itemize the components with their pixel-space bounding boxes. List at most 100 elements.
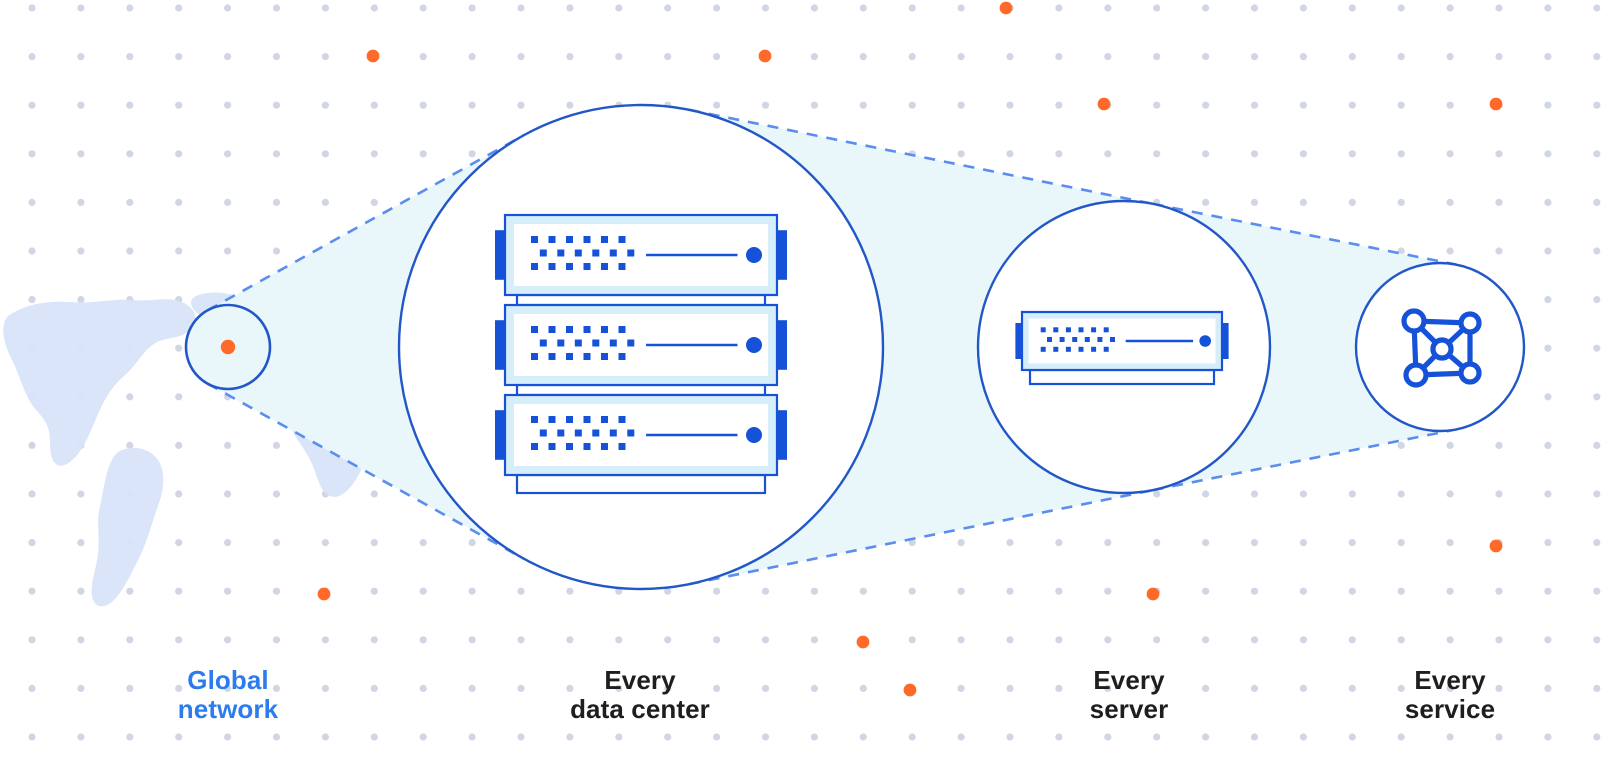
vent-dot — [618, 443, 626, 450]
grid-dot — [224, 539, 232, 547]
grid-dot — [1153, 539, 1161, 547]
grid-dot — [517, 587, 525, 595]
grid-dot — [28, 4, 36, 12]
grid-dot — [77, 490, 85, 498]
vent-dot — [1097, 337, 1103, 342]
grid-dot — [1348, 490, 1356, 498]
grid-dot — [77, 101, 85, 109]
grid-dot — [224, 684, 232, 693]
vent-dot — [601, 353, 608, 360]
grid-dot — [1593, 150, 1601, 158]
grid-dot — [1299, 636, 1307, 644]
grid-dot — [321, 101, 329, 109]
grid-dot — [1250, 636, 1259, 644]
grid-dot — [28, 490, 36, 498]
grid-dot — [1495, 53, 1503, 61]
grid-dot — [28, 53, 36, 61]
grid-dot — [272, 733, 281, 741]
vent-dot — [1084, 337, 1090, 342]
grid-dot — [517, 733, 525, 741]
vent-dot — [618, 326, 626, 333]
grid-dot — [1593, 247, 1601, 255]
grid-dot — [957, 684, 965, 693]
grid-dot — [175, 587, 183, 595]
grid-dot — [1593, 539, 1601, 547]
grid-dot — [1446, 636, 1454, 644]
vent-dot — [609, 249, 617, 257]
grid-dot — [615, 53, 623, 61]
grid-dot — [1495, 150, 1503, 158]
grid-dot — [370, 587, 378, 595]
grid-dot — [1055, 733, 1063, 741]
grid-dot — [370, 636, 378, 644]
grid-dot — [28, 296, 36, 304]
grid-dot — [1495, 247, 1503, 255]
grid-dot — [713, 684, 721, 693]
grid-dot — [1055, 636, 1063, 644]
grid-dot — [1593, 587, 1601, 595]
vent-dot — [601, 416, 608, 423]
grid-dot — [1544, 636, 1552, 644]
grid-dot — [957, 733, 965, 741]
vent-dot — [1091, 327, 1097, 333]
grid-dot — [28, 101, 36, 109]
grid-dot — [1202, 636, 1210, 644]
grid-dot — [272, 53, 281, 61]
grid-dot — [1348, 636, 1356, 644]
grid-dot — [1055, 53, 1063, 61]
grid-dot — [1202, 733, 1210, 741]
grid-dot — [419, 539, 427, 547]
grid-dot — [1202, 53, 1210, 61]
grid-dot — [908, 53, 916, 61]
grid-dot — [1397, 733, 1405, 741]
grid-dot — [77, 684, 85, 693]
grid-dot — [1495, 4, 1503, 12]
vent-dot — [548, 263, 556, 270]
grid-dot — [1593, 198, 1601, 206]
grid-dot — [1544, 4, 1552, 12]
grid-dot — [664, 636, 672, 644]
vent-dot — [618, 263, 626, 270]
grid-dot — [1348, 539, 1356, 547]
grid-dot — [1299, 4, 1307, 12]
accent-dot — [1489, 97, 1503, 111]
grid-dot — [713, 4, 721, 12]
grid-dot — [1250, 198, 1259, 206]
server-unit-1 — [495, 213, 787, 297]
grid-dot — [615, 733, 623, 741]
dashed-connector-group — [207, 108, 1457, 586]
grid-dot — [1397, 101, 1405, 109]
grid-dot — [224, 636, 232, 644]
grid-dot — [1006, 53, 1014, 61]
grid-dot — [1153, 684, 1161, 693]
grid-dot — [175, 636, 183, 644]
vent-dot — [618, 236, 626, 243]
grid-dot — [957, 4, 965, 12]
grid-dot — [1593, 4, 1601, 12]
grid-dot — [1544, 733, 1552, 741]
grid-dot — [957, 53, 965, 61]
grid-dot — [1446, 539, 1454, 547]
grid-dot — [272, 441, 281, 449]
server-unit-3 — [495, 393, 787, 477]
grid-dot — [370, 4, 378, 12]
grid-dot — [272, 150, 281, 158]
grid-dot — [1250, 53, 1259, 61]
grid-dot — [370, 198, 378, 206]
grid-dot — [175, 198, 183, 206]
vent-dot — [1053, 327, 1059, 333]
grid-dot — [419, 4, 427, 12]
dashed-connector — [207, 382, 525, 560]
grid-dot — [1006, 150, 1014, 158]
grid-dot — [272, 247, 281, 255]
grid-dot — [1593, 53, 1601, 61]
grid-dot — [1202, 587, 1210, 595]
grid-dot — [1544, 587, 1552, 595]
grid-dot — [1446, 53, 1454, 61]
vent-dot — [531, 353, 538, 360]
grid-dot — [126, 101, 134, 109]
grid-dot — [1299, 733, 1307, 741]
grid-dot — [370, 539, 378, 547]
vent-dot — [1040, 346, 1046, 352]
grid-dot — [1250, 539, 1259, 547]
